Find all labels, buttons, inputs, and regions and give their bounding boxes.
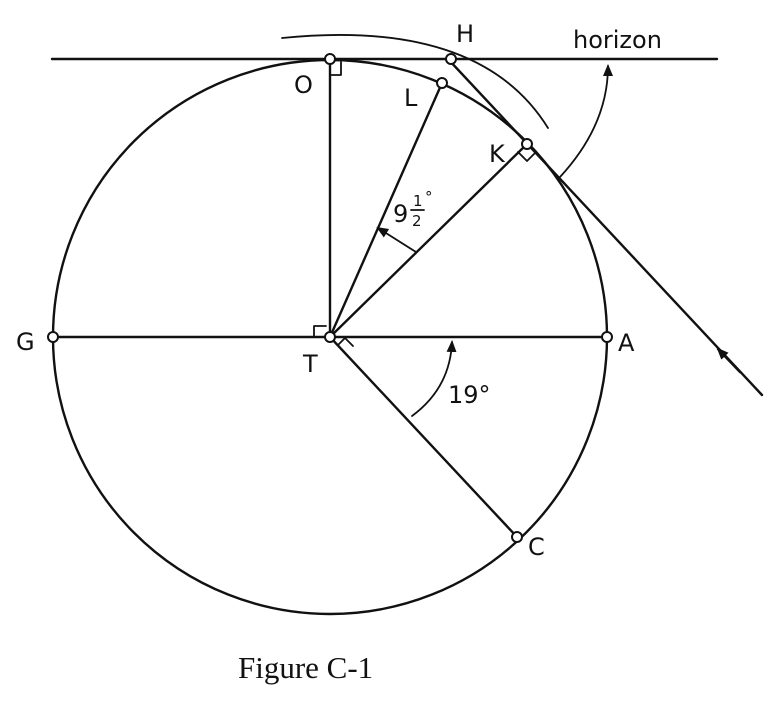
- outer-arc: [281, 34, 549, 129]
- point-o: [324, 53, 336, 65]
- label-l: L: [404, 84, 418, 112]
- angle-label-19: 19°: [448, 381, 491, 409]
- radius-t-c: [328, 335, 519, 539]
- point-h: [445, 53, 457, 65]
- label-c: C: [528, 533, 545, 561]
- angle-arc-19: [411, 340, 457, 417]
- tangent-line: [446, 57, 764, 397]
- label-g: G: [16, 328, 35, 356]
- angle-arc-9-5: [376, 226, 417, 253]
- right-angle-t: [313, 325, 327, 338]
- horizon-label: horizon: [573, 26, 662, 54]
- svg-text:9: 9: [393, 200, 408, 228]
- radius-t-l: [328, 81, 444, 339]
- point-l: [436, 77, 448, 89]
- tangent-arrow: [716, 347, 742, 374]
- svg-text:1: 1: [413, 192, 423, 210]
- point-k: [521, 138, 533, 150]
- radius-t-k: [328, 142, 529, 339]
- right-angle-k: [517, 151, 537, 162]
- svg-text:°: °: [425, 188, 433, 206]
- label-h: H: [456, 20, 474, 48]
- label-a: A: [618, 329, 635, 357]
- point-t: [324, 331, 336, 343]
- label-k: K: [489, 140, 506, 168]
- point-a: [601, 331, 613, 343]
- point-g: [47, 331, 59, 343]
- label-o: O: [294, 71, 313, 99]
- angle-label-9-5: 9 1 2 °: [393, 188, 433, 230]
- label-t: T: [302, 350, 318, 378]
- right-angle-o: [329, 61, 342, 76]
- point-c: [511, 531, 523, 543]
- angle-arc-horizon: [559, 64, 613, 178]
- right-angle-t-c: [337, 337, 354, 347]
- figure-caption: Figure C-1: [238, 650, 373, 685]
- svg-text:2: 2: [412, 212, 422, 230]
